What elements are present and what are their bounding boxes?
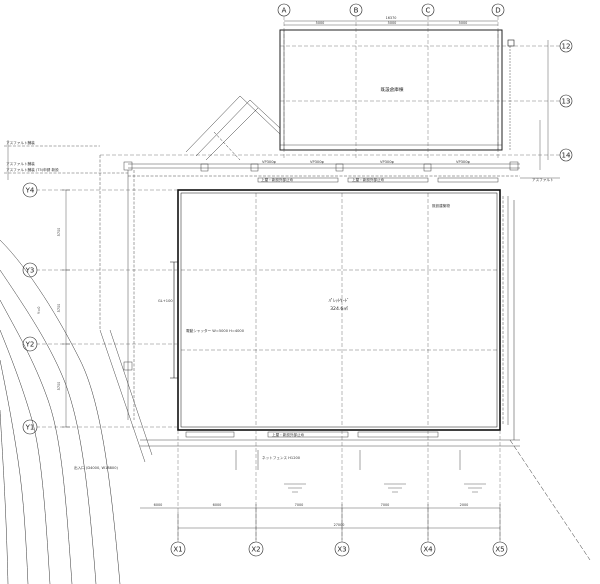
svg-text:C: C bbox=[426, 7, 431, 15]
dim-top-seg: 5000 bbox=[459, 21, 468, 25]
dim-bottom-total: 27000 bbox=[334, 523, 345, 527]
note-entrance: 出入口 (D4000, W18800) bbox=[74, 465, 119, 470]
grid-bubble-X3: X3 bbox=[334, 541, 350, 557]
svg-text:X3: X3 bbox=[337, 546, 346, 554]
note-shutter: 電動シャッター W=5000 H=4000 bbox=[186, 328, 245, 333]
grid-lines-top bbox=[283, 16, 499, 160]
dim-bottom-seg: 7000 bbox=[295, 503, 304, 507]
main-building bbox=[170, 189, 509, 431]
note-y0: Y=0 bbox=[37, 306, 41, 314]
grid-bubble-X1: X1 bbox=[170, 541, 186, 557]
svg-text:X4: X4 bbox=[423, 546, 433, 554]
grid-bubble-Y2: Y2 bbox=[22, 336, 38, 352]
note-vp300-a: VP300φ bbox=[262, 160, 276, 164]
svg-text:Y2: Y2 bbox=[25, 341, 35, 349]
grid-bubble-X4: X4 bbox=[420, 541, 436, 557]
dim-top-total: 16370 bbox=[386, 16, 397, 20]
note-roof-bottom: 上屋・新設外部止め bbox=[272, 432, 305, 437]
grid-bubble-14: 14 bbox=[559, 148, 573, 162]
dim-left-seg: 5700 bbox=[57, 228, 61, 237]
contour-lines bbox=[0, 239, 121, 584]
note-vp300-d: VP300φ bbox=[456, 160, 470, 164]
dim-bottom-seg: 6000 bbox=[213, 503, 222, 507]
svg-text:X1: X1 bbox=[173, 546, 182, 554]
bottom-dimension bbox=[140, 504, 501, 540]
note-gl: GL+100 bbox=[158, 299, 173, 303]
dim-left-seg: 5700 bbox=[57, 382, 61, 391]
left-dimension bbox=[62, 189, 70, 428]
grid-bubble-X2: X2 bbox=[248, 541, 264, 557]
note-asphalt-3: アスファルト舗装 (T5)申請 新設 bbox=[6, 167, 59, 172]
right-dimension bbox=[539, 40, 549, 170]
grid-bubble-A: A bbox=[277, 3, 291, 17]
note-roof-top-b: 上屋・新設外部止め bbox=[352, 177, 385, 182]
top-dimension bbox=[284, 20, 498, 26]
diagonal-passage bbox=[185, 95, 281, 161]
note-existing-structure: 既設建築物 bbox=[432, 203, 450, 208]
svg-text:A: A bbox=[282, 7, 287, 15]
grid-lines-bottom bbox=[177, 430, 501, 542]
grid-bubble-Y4: Y4 bbox=[22, 182, 38, 198]
svg-text:Y3: Y3 bbox=[25, 267, 35, 275]
svg-text:12: 12 bbox=[562, 43, 571, 51]
grid-bubble-D: D bbox=[491, 3, 505, 17]
grid-bubble-Y1: Y1 bbox=[22, 419, 38, 435]
note-asphalt-1: アスファルト舗装 bbox=[6, 140, 35, 145]
grid-bubble-13: 13 bbox=[559, 94, 573, 108]
svg-text:Y4: Y4 bbox=[25, 187, 35, 195]
svg-text:D: D bbox=[495, 7, 500, 15]
grid-bubble-12: 12 bbox=[559, 39, 573, 53]
grid-bubble-X5: X5 bbox=[492, 541, 508, 557]
left-boundary bbox=[99, 155, 153, 463]
site-boundary-line bbox=[509, 200, 591, 561]
dim-left-seg: 5700 bbox=[57, 304, 61, 313]
grid-bubble-Y3: Y3 bbox=[22, 262, 38, 278]
main-room-name: ﾊﾟﾚｯﾄﾔｰﾄﾞ bbox=[329, 297, 350, 304]
dim-bottom-seg: 7000 bbox=[381, 503, 390, 507]
svg-text:X2: X2 bbox=[251, 546, 260, 554]
svg-text:B: B bbox=[354, 7, 359, 15]
pipe-row bbox=[123, 161, 520, 183]
note-asphalt-2: アスファルト舗装 bbox=[6, 161, 35, 166]
grid-bubble-C: C bbox=[421, 3, 435, 17]
svg-text:X5: X5 bbox=[495, 546, 504, 554]
grid-bubble-B: B bbox=[349, 3, 363, 17]
steps-symbols bbox=[284, 483, 486, 493]
note-vp300-b: VP300φ bbox=[310, 160, 324, 164]
note-roof-top-a: 上屋・新設外部止め bbox=[261, 177, 294, 182]
note-vp300-c: VP300φ bbox=[380, 160, 394, 164]
upper-room-name: 既設倉庫棟 bbox=[381, 86, 404, 93]
grid-lines-right bbox=[100, 45, 560, 156]
svg-text:Y1: Y1 bbox=[25, 424, 35, 432]
dim-top-seg: 5000 bbox=[316, 21, 325, 25]
svg-text:13: 13 bbox=[562, 98, 571, 106]
svg-text:14: 14 bbox=[562, 152, 571, 160]
bottom-row bbox=[140, 431, 520, 470]
dim-bottom-seg: 2000 bbox=[460, 503, 469, 507]
dim-bottom-seg: 6000 bbox=[154, 503, 163, 507]
dim-top-seg: 5000 bbox=[388, 21, 397, 25]
main-room-area: 324.6㎡ bbox=[330, 305, 348, 312]
note-fence: ネットフェンス H1200 bbox=[262, 455, 301, 460]
note-asphalt-right: アスファルト bbox=[532, 177, 554, 182]
